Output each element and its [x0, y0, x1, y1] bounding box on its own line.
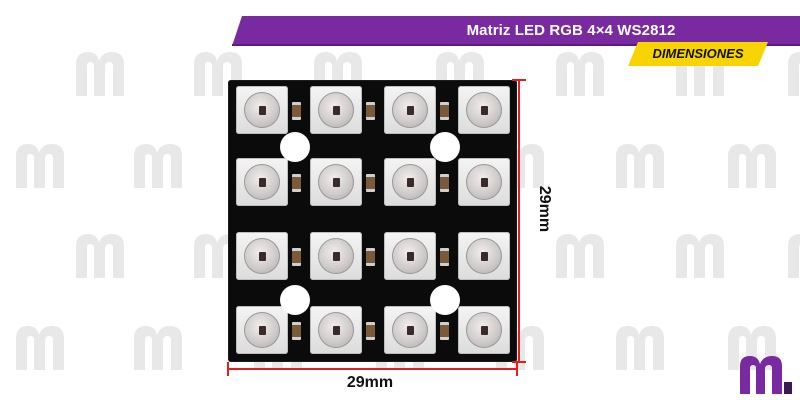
width-dimension-line [228, 368, 517, 370]
m-logo-watermark-icon [784, 48, 800, 98]
smd-capacitor [366, 174, 375, 192]
width-dimension-tick-right [516, 362, 518, 376]
m-logo-watermark-icon [612, 140, 676, 190]
width-dimension-tick-left [227, 362, 229, 376]
dimensions-tag-label: DIMENSIONES [652, 46, 744, 61]
smd-capacitor [292, 102, 301, 120]
rgb-led [458, 158, 510, 206]
m-logo-watermark-icon [130, 140, 194, 190]
rgb-led [384, 306, 436, 354]
led-matrix-pcb [228, 80, 517, 362]
led-die [333, 178, 340, 187]
m-logo-watermark-icon [612, 322, 676, 372]
smd-capacitor [440, 322, 449, 340]
height-dimension-line [518, 80, 520, 362]
led-die [333, 106, 340, 115]
height-dimension-label: 29mm [536, 185, 553, 233]
rgb-led [236, 158, 288, 206]
rgb-led [236, 232, 288, 280]
led-die [333, 326, 340, 335]
led-die [333, 252, 340, 261]
m-logo-watermark-icon [72, 48, 136, 98]
smd-capacitor [292, 322, 301, 340]
led-die [259, 326, 266, 335]
mounting-hole [280, 132, 310, 162]
led-die [407, 252, 414, 261]
width-dimension-label: 29mm [346, 374, 394, 391]
m-logo-watermark-icon [12, 140, 76, 190]
rgb-led [310, 232, 362, 280]
m-logo-watermark-icon [492, 322, 556, 372]
m-logo-watermark-icon [724, 140, 788, 190]
m-logo-watermark-icon [12, 322, 76, 372]
smd-capacitor [292, 248, 301, 266]
led-die [481, 326, 488, 335]
rgb-led [458, 306, 510, 354]
led-die [259, 106, 266, 115]
smd-capacitor [366, 248, 375, 266]
smd-capacitor [292, 174, 301, 192]
smd-capacitor [440, 174, 449, 192]
m-logo-watermark-icon [72, 230, 136, 280]
m-logo-brand-icon [740, 356, 792, 394]
rgb-led [458, 86, 510, 134]
rgb-led [384, 158, 436, 206]
smd-capacitor [440, 248, 449, 266]
led-die [407, 326, 414, 335]
m-logo-watermark-icon [784, 230, 800, 280]
m-logo-watermark-icon [432, 48, 496, 98]
rgb-led [310, 158, 362, 206]
mounting-hole [430, 132, 460, 162]
smd-capacitor [366, 102, 375, 120]
m-logo-watermark-icon [492, 140, 556, 190]
banner-title: Matriz LED RGB 4×4 WS2812 [466, 22, 676, 39]
rgb-led [310, 86, 362, 134]
led-die [407, 178, 414, 187]
led-die [481, 178, 488, 187]
led-die [481, 252, 488, 261]
led-die [407, 106, 414, 115]
smd-capacitor [440, 102, 449, 120]
led-die [259, 178, 266, 187]
rgb-led [310, 306, 362, 354]
rgb-led [236, 306, 288, 354]
rgb-led [384, 232, 436, 280]
led-die [481, 106, 488, 115]
m-logo-watermark-icon [130, 322, 194, 372]
smd-capacitor [366, 322, 375, 340]
rgb-led [384, 86, 436, 134]
rgb-led [236, 86, 288, 134]
m-logo-watermark-icon [672, 230, 736, 280]
m-logo-watermark-icon [190, 48, 254, 98]
m-logo-watermark-icon [552, 48, 616, 98]
mounting-hole [280, 285, 310, 315]
tag-shape [628, 42, 768, 66]
mounting-hole [430, 285, 460, 315]
dimensions-tag: DIMENSIONES [628, 42, 768, 66]
m-logo-watermark-icon [552, 230, 616, 280]
rgb-led [458, 232, 510, 280]
height-dimension-tick-bottom [512, 361, 526, 363]
height-dimension-tick-top [512, 79, 526, 81]
m-logo-watermark-icon [724, 322, 788, 372]
m-logo-watermark-icon [310, 48, 374, 98]
led-die [259, 252, 266, 261]
